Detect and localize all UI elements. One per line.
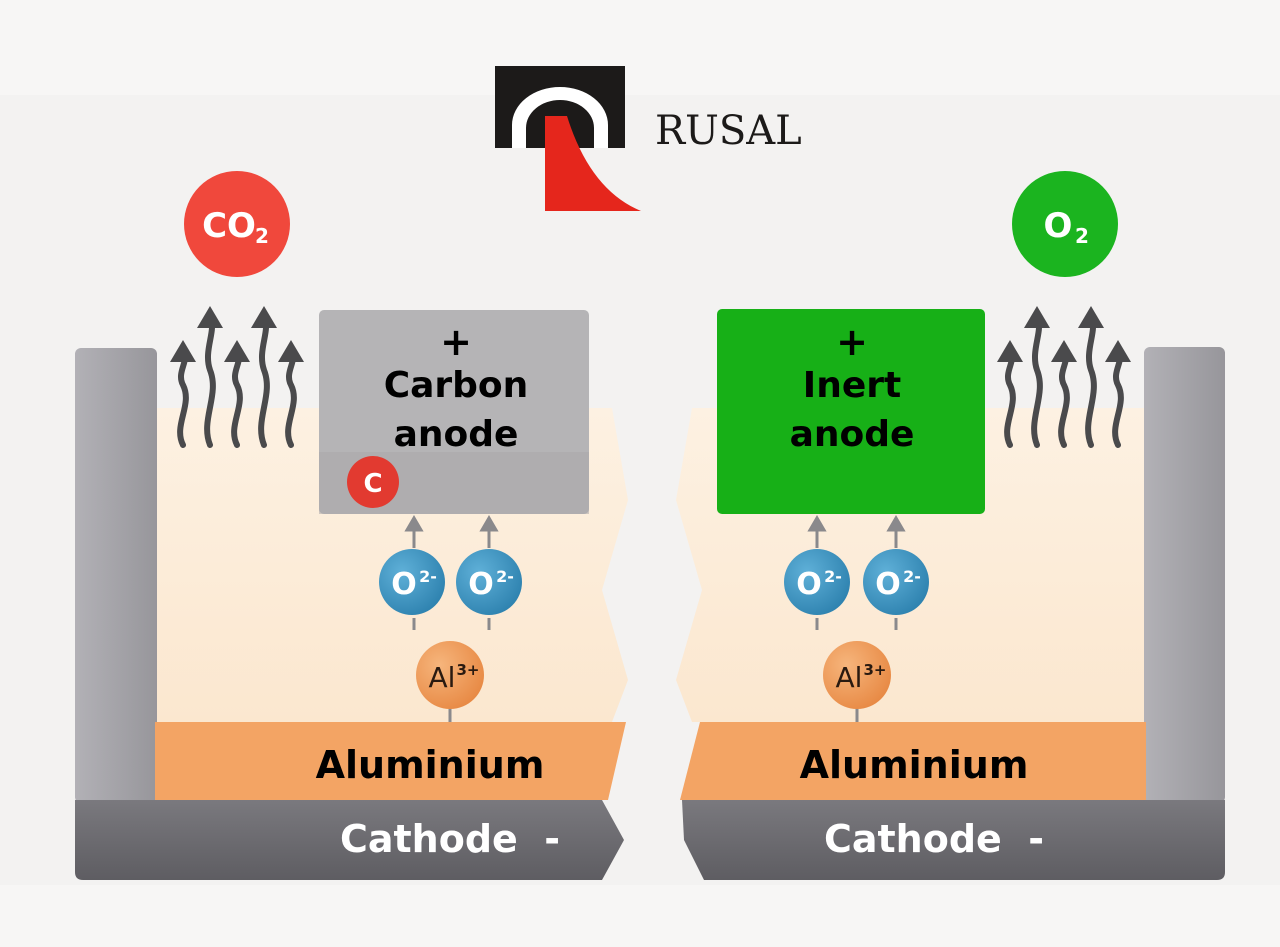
carbon-anode-line1: Carbon bbox=[384, 365, 529, 406]
left-cell: CO 2 + Carbon anode C O 2- O 2- Al 3 bbox=[75, 171, 628, 880]
left-arrow-head bbox=[224, 340, 250, 362]
left-arrow-4 bbox=[258, 315, 270, 448]
right-ion-arrowhead-2 bbox=[886, 515, 906, 532]
right-arrow-head bbox=[1105, 340, 1131, 362]
left-arrow-head bbox=[170, 340, 196, 362]
left-oxide-ion-2-label: O bbox=[468, 567, 494, 602]
left-cathode-label: Cathode - bbox=[340, 817, 560, 861]
right-aluminium-ion-label: Al bbox=[836, 661, 863, 694]
right-cathode-bar bbox=[682, 800, 1225, 880]
left-aluminium-ion-charge: 3+ bbox=[456, 661, 479, 679]
right-arrow-head bbox=[1078, 306, 1104, 328]
right-aluminium-ion bbox=[823, 641, 891, 709]
right-oxide-ion-1-label: O bbox=[796, 567, 822, 602]
right-oxide-ion-2 bbox=[863, 549, 929, 615]
co2-subscript: 2 bbox=[255, 224, 269, 248]
left-aluminium-ion-label: Al bbox=[429, 661, 456, 694]
o2-bubble bbox=[1012, 171, 1118, 277]
right-arrow-heads bbox=[997, 306, 1131, 362]
right-arrow-2 bbox=[1031, 315, 1043, 448]
right-arrow-head bbox=[997, 340, 1023, 362]
carbon-anode-line2: anode bbox=[394, 414, 519, 455]
inert-anode-block bbox=[717, 309, 985, 514]
right-aluminium-layer bbox=[680, 722, 1146, 800]
right-arrow-4 bbox=[1085, 315, 1097, 448]
left-arrow-2 bbox=[204, 315, 216, 448]
right-wall bbox=[1144, 347, 1225, 803]
right-cell: O 2 + Inert anode O 2- O 2- Al 3+ Alumin… bbox=[676, 171, 1225, 880]
logo-arc bbox=[512, 87, 608, 148]
right-oxide-ion-1 bbox=[784, 549, 850, 615]
carbon-atom bbox=[347, 456, 399, 508]
right-arrow-head bbox=[1051, 340, 1077, 362]
right-ion-arrowhead-1 bbox=[807, 515, 827, 532]
left-arrow-heads bbox=[170, 306, 304, 362]
left-ion-arrowhead-2 bbox=[479, 515, 499, 532]
left-oxide-ion-1 bbox=[379, 549, 445, 615]
inert-anode-sign: + bbox=[836, 320, 868, 364]
left-aluminium-layer bbox=[155, 722, 626, 800]
carbon-anode-sign: + bbox=[440, 320, 472, 364]
left-oxide-ion-2-charge: 2- bbox=[496, 567, 514, 586]
right-aluminium-ion-charge: 3+ bbox=[863, 661, 886, 679]
left-aluminium-ion bbox=[416, 641, 484, 709]
right-oxide-ion-2-label: O bbox=[875, 567, 901, 602]
left-arrow-head bbox=[197, 306, 223, 328]
left-arrow-head bbox=[278, 340, 304, 362]
right-arrow-head bbox=[1024, 306, 1050, 328]
left-oxide-ion-2 bbox=[456, 549, 522, 615]
left-oxide-ion-1-charge: 2- bbox=[419, 567, 437, 586]
right-oxide-ion-1-charge: 2- bbox=[824, 567, 842, 586]
carbon-atom-label: C bbox=[363, 469, 382, 499]
rusal-logo: RUSAL bbox=[495, 66, 802, 211]
right-oxide-ion-2-charge: 2- bbox=[903, 567, 921, 586]
left-wall bbox=[75, 348, 157, 803]
left-oxide-ion-1-label: O bbox=[391, 567, 417, 602]
co2-label: CO bbox=[202, 206, 256, 246]
o2-subscript: 2 bbox=[1075, 224, 1089, 248]
left-ion-arrows bbox=[404, 515, 499, 722]
inert-anode-line2: anode bbox=[790, 414, 915, 455]
right-ion-arrows bbox=[807, 515, 906, 722]
left-cathode-bar bbox=[75, 800, 624, 880]
inert-anode-line1: Inert bbox=[803, 365, 901, 406]
logo-wordmark: RUSAL bbox=[655, 108, 802, 154]
logo-accent bbox=[545, 116, 641, 211]
right-aluminium-label: Aluminium bbox=[800, 743, 1029, 787]
co2-bubble bbox=[184, 171, 290, 277]
left-aluminium-label: Aluminium bbox=[316, 743, 545, 787]
left-arrow-head bbox=[251, 306, 277, 328]
o2-label: O bbox=[1044, 206, 1073, 246]
left-ion-arrowhead-1 bbox=[404, 515, 424, 532]
right-cathode-label: Cathode - bbox=[824, 817, 1044, 861]
